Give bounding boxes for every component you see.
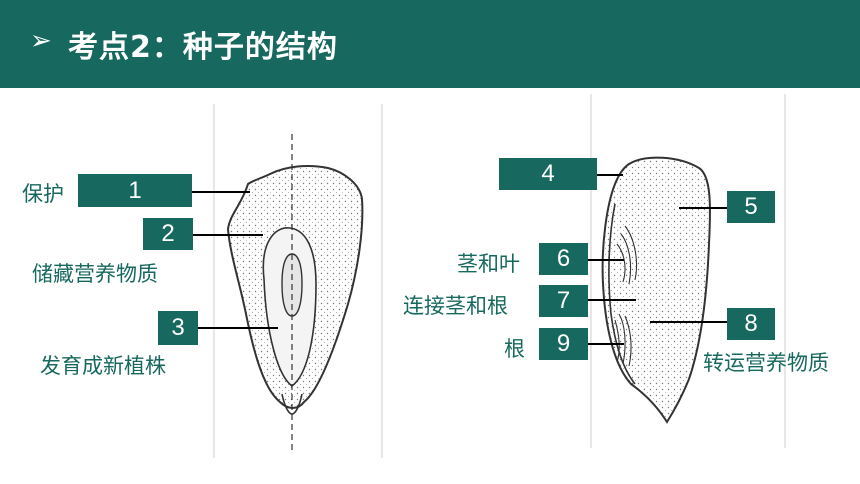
- leader-line-4: [597, 174, 623, 176]
- label-connect-stem-root: 连接茎和根: [403, 294, 508, 318]
- label-box-7: 7: [539, 285, 588, 317]
- corn-seed-figure: [213, 104, 383, 458]
- leader-line-1: [192, 191, 250, 193]
- bean-seed-figure: [590, 94, 786, 448]
- label-transport-nutrients: 转运营养物质: [703, 351, 829, 375]
- label-box-4: 4: [499, 158, 597, 190]
- leader-line-3: [198, 327, 278, 329]
- leader-line-5: [679, 207, 727, 209]
- leader-line-6: [588, 259, 624, 261]
- label-develop-plant: 发育成新植株: [40, 354, 166, 378]
- label-box-3: 3: [158, 311, 198, 345]
- label-box-9: 9: [539, 328, 588, 360]
- label-store-nutrients: 储藏营养物质: [32, 262, 158, 286]
- label-protect: 保护: [22, 182, 64, 206]
- label-box-6: 6: [539, 243, 588, 275]
- leader-line-7: [588, 299, 636, 301]
- leader-line-9: [588, 343, 624, 345]
- label-box-1: 1: [78, 174, 192, 207]
- label-root: 根: [504, 337, 525, 361]
- label-box-2: 2: [143, 218, 193, 250]
- leader-line-8: [650, 321, 727, 323]
- label-box-8: 8: [727, 308, 775, 340]
- arrow-bullet-icon: ➢: [30, 26, 52, 56]
- leader-line-2: [193, 234, 263, 236]
- slide-title: 考点2：种子的结构: [68, 30, 338, 65]
- slide-header: ➢ 考点2：种子的结构: [0, 0, 860, 88]
- label-box-5: 5: [727, 191, 775, 223]
- label-stem-leaf: 茎和叶: [457, 252, 520, 276]
